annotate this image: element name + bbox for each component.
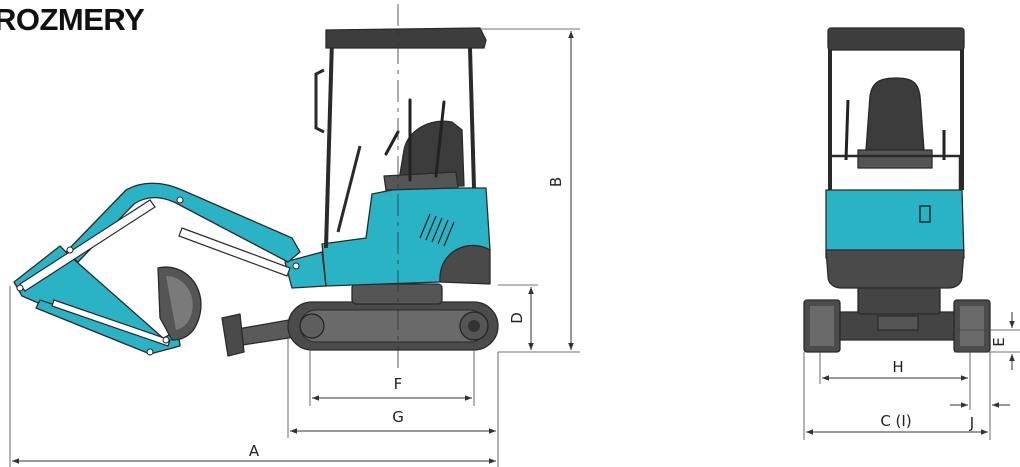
rear-seat (865, 77, 925, 151)
canopy-strut (336, 145, 362, 233)
rear-canopy-frame (828, 48, 964, 190)
track-idler (299, 313, 325, 339)
label-f: F (394, 375, 403, 393)
dozer-blade (221, 313, 245, 357)
rear-dimensions: H C (I) J E (803, 312, 1020, 440)
counterweight (439, 244, 491, 285)
canopy-roof (325, 27, 487, 49)
control-levers (384, 98, 446, 182)
excavator-rear-view (803, 27, 991, 353)
label-c: C (I) (880, 412, 911, 430)
boom-cylinder (178, 227, 291, 277)
page-title: ROZMERY (0, 2, 145, 37)
label-g: G (392, 408, 404, 426)
excavator-side-view (13, 4, 499, 372)
canopy-handle (314, 68, 325, 134)
tail-light (919, 205, 931, 223)
label-d: D (508, 312, 526, 324)
rear-counterweight (825, 249, 965, 289)
swing-motor (857, 285, 941, 315)
label-e: E (990, 337, 1008, 346)
pivot-pins (16, 196, 300, 356)
label-h: H (892, 358, 903, 376)
side-dimensions: B D F G A (9, 28, 580, 467)
bucket-cylinder (51, 299, 171, 347)
operator-seat (397, 120, 465, 187)
label-j: J (969, 414, 974, 432)
swing-bearing (351, 283, 443, 305)
label-a: A (249, 442, 260, 460)
engine-grille (419, 213, 455, 247)
boom (65, 182, 301, 263)
rear-canopy-roof (827, 27, 965, 51)
rear-body (825, 189, 965, 259)
label-b: B (547, 177, 565, 187)
